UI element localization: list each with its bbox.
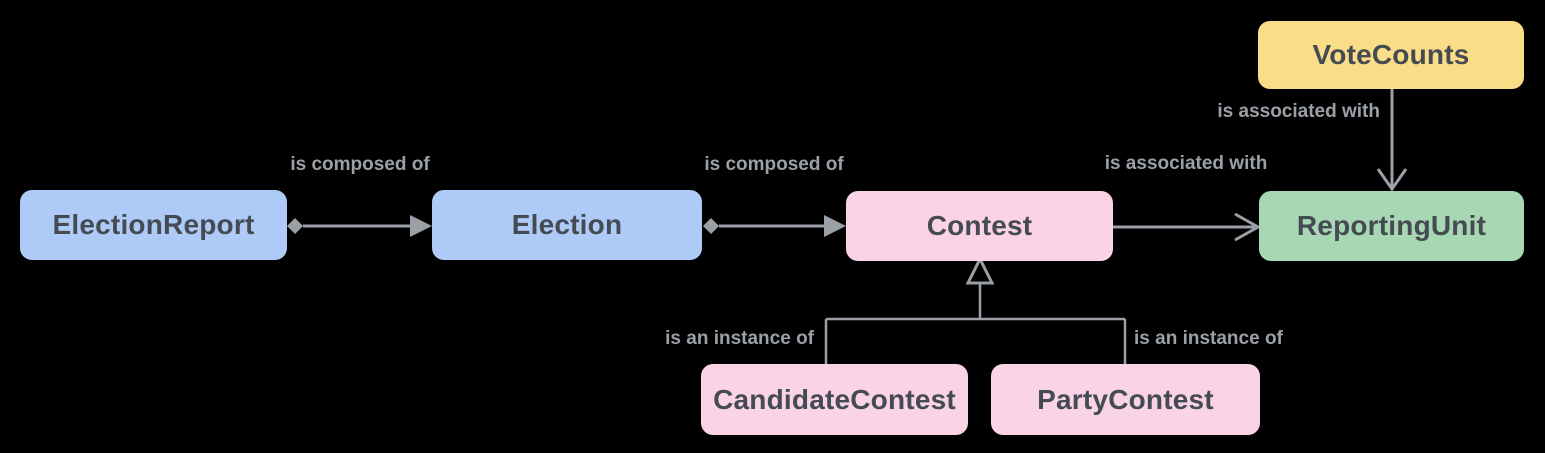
edge-label-associated-2: is associated with <box>1217 101 1380 122</box>
inheritance-connector-line <box>824 284 1127 364</box>
solid-arrowhead-icon <box>824 215 846 237</box>
node-candidate-contest: CandidateContest <box>701 364 968 435</box>
node-label: ReportingUnit <box>1296 210 1487 241</box>
node-election-report: ElectionReport <box>20 190 287 260</box>
open-arrowhead-icon <box>1234 212 1262 242</box>
node-label: PartyContest <box>1037 383 1214 415</box>
node-label: ElectionReport <box>52 209 255 240</box>
open-arrowhead-icon <box>1376 168 1408 192</box>
edge-label-instance-right: is an instance of <box>1134 328 1283 349</box>
node-reporting-unit: ReportingUnit <box>1259 191 1524 261</box>
node-label: CandidateContest <box>713 383 956 415</box>
composition-diamond-icon <box>703 218 719 234</box>
node-label: VoteCounts <box>1312 39 1470 70</box>
node-party-contest: PartyContest <box>991 364 1260 435</box>
edge-label-instance-left: is an instance of <box>665 328 814 349</box>
composition-diamond-icon <box>287 218 303 234</box>
node-label: Contest <box>926 210 1033 241</box>
solid-arrowhead-icon <box>410 215 432 237</box>
edge-label-composed-1: is composed of <box>290 154 430 175</box>
edge-label-associated-1: is associated with <box>1104 153 1268 174</box>
node-label: Election <box>511 209 623 240</box>
node-contest: Contest <box>846 191 1113 261</box>
node-vote-counts: VoteCounts <box>1258 21 1524 89</box>
node-election: Election <box>432 190 702 260</box>
hollow-triangle-icon <box>965 255 995 285</box>
edge-label-composed-2: is composed of <box>704 154 844 175</box>
